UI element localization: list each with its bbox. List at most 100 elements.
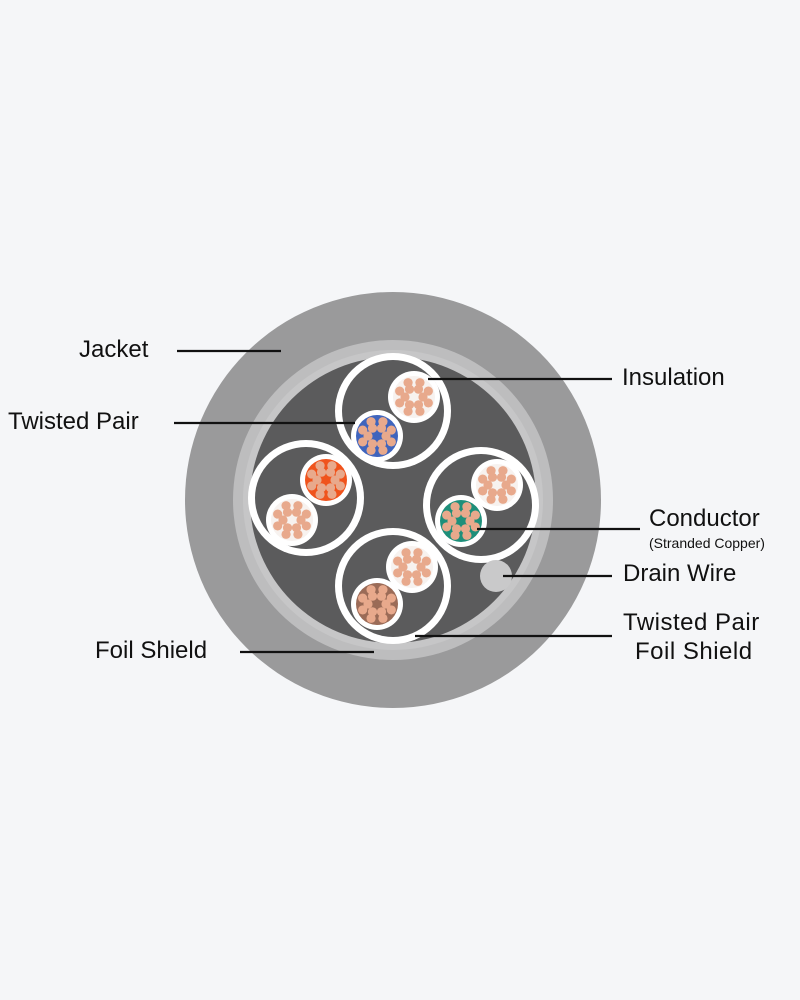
copper-strand	[413, 576, 423, 586]
copper-strand	[395, 398, 405, 408]
copper-strand	[421, 556, 431, 566]
copper-strand	[315, 461, 325, 471]
wire-blue-conductor	[356, 415, 398, 457]
drain-wire	[480, 560, 512, 592]
copper-strand	[378, 417, 388, 427]
label-insulation: Insulation	[622, 364, 725, 391]
copper-strand	[281, 501, 291, 511]
copper-strand	[413, 548, 423, 558]
label-conductor-sub: (Stranded Copper)	[649, 535, 765, 551]
label-jacket: Jacket	[79, 336, 149, 363]
copper-strand	[450, 502, 460, 512]
copper-strand	[470, 510, 480, 520]
copper-strand	[486, 494, 496, 504]
copper-strand	[358, 593, 368, 603]
copper-strand	[393, 556, 403, 566]
copper-strand	[301, 509, 311, 519]
copper-strand	[281, 529, 291, 539]
copper-strand	[498, 466, 508, 476]
copper-strand	[442, 510, 452, 520]
copper-strand	[393, 568, 403, 578]
wire-white-conductor	[391, 546, 433, 588]
copper-strand	[395, 386, 405, 396]
wire-white-conductor	[476, 464, 518, 506]
copper-strand	[415, 406, 425, 416]
cable-core	[250, 357, 536, 643]
copper-strand	[465, 516, 475, 526]
copper-strand	[386, 605, 396, 615]
wire-brown-conductor	[356, 583, 398, 625]
copper-strand	[478, 486, 488, 496]
copper-strand	[381, 431, 391, 441]
copper-strand	[366, 613, 376, 623]
copper-strand	[293, 529, 303, 539]
copper-strand	[423, 398, 433, 408]
copper-strand	[386, 437, 396, 447]
copper-strand	[335, 481, 345, 491]
copper-strand	[415, 378, 425, 388]
copper-strand	[363, 431, 373, 441]
copper-strand	[498, 494, 508, 504]
wire-green-conductor	[440, 500, 482, 542]
label-conductor: Conductor	[649, 505, 760, 532]
copper-strand	[378, 585, 388, 595]
copper-strand	[366, 585, 376, 595]
copper-strand	[327, 489, 337, 499]
wire-blue	[351, 410, 403, 462]
copper-strand	[418, 392, 428, 402]
copper-strand	[273, 521, 283, 531]
copper-strand	[506, 474, 516, 484]
copper-strand	[307, 469, 317, 479]
copper-strand	[296, 515, 306, 525]
copper-strand	[278, 515, 288, 525]
copper-strand	[450, 530, 460, 540]
label-foil-shield: Foil Shield	[95, 637, 208, 664]
copper-strand	[398, 562, 408, 572]
copper-strand	[327, 461, 337, 471]
copper-strand	[483, 480, 493, 490]
copper-strand	[416, 562, 426, 572]
copper-strand	[378, 445, 388, 455]
copper-strand	[273, 509, 283, 519]
copper-strand	[378, 613, 388, 623]
copper-strand	[486, 466, 496, 476]
wire-white	[471, 459, 523, 511]
copper-strand	[386, 593, 396, 603]
copper-strand	[307, 481, 317, 491]
wire-white	[266, 494, 318, 546]
copper-strand	[401, 548, 411, 558]
copper-strand	[301, 521, 311, 531]
wire-white	[386, 541, 438, 593]
copper-strand	[506, 486, 516, 496]
twisted-pair-blue-pair	[335, 353, 451, 469]
label-twisted-pair: Twisted Pair	[8, 408, 139, 435]
copper-strand	[330, 475, 340, 485]
copper-strand	[442, 522, 452, 532]
copper-strand	[403, 406, 413, 416]
copper-strand	[386, 425, 396, 435]
label-drain-wire: Drain Wire	[623, 560, 737, 587]
wire-orange-conductor	[305, 459, 347, 501]
label-twisted-pair-foil-line2: Foil Shield	[635, 638, 753, 665]
wire-orange	[300, 454, 352, 506]
copper-strand	[366, 445, 376, 455]
twisted-pair-green-pair	[423, 447, 539, 563]
twisted-pair-orange-pair	[248, 440, 364, 556]
copper-strand	[335, 469, 345, 479]
copper-strand	[400, 392, 410, 402]
copper-strand	[315, 489, 325, 499]
copper-strand	[381, 599, 391, 609]
label-twisted-pair-foil-line1: Twisted Pair	[623, 609, 760, 636]
wire-white	[388, 371, 440, 423]
copper-strand	[478, 474, 488, 484]
copper-strand	[462, 530, 472, 540]
copper-strand	[421, 568, 431, 578]
copper-strand	[312, 475, 322, 485]
wire-green	[435, 495, 487, 547]
copper-strand	[293, 501, 303, 511]
copper-strand	[470, 522, 480, 532]
copper-strand	[363, 599, 373, 609]
copper-strand	[423, 386, 433, 396]
copper-strand	[462, 502, 472, 512]
